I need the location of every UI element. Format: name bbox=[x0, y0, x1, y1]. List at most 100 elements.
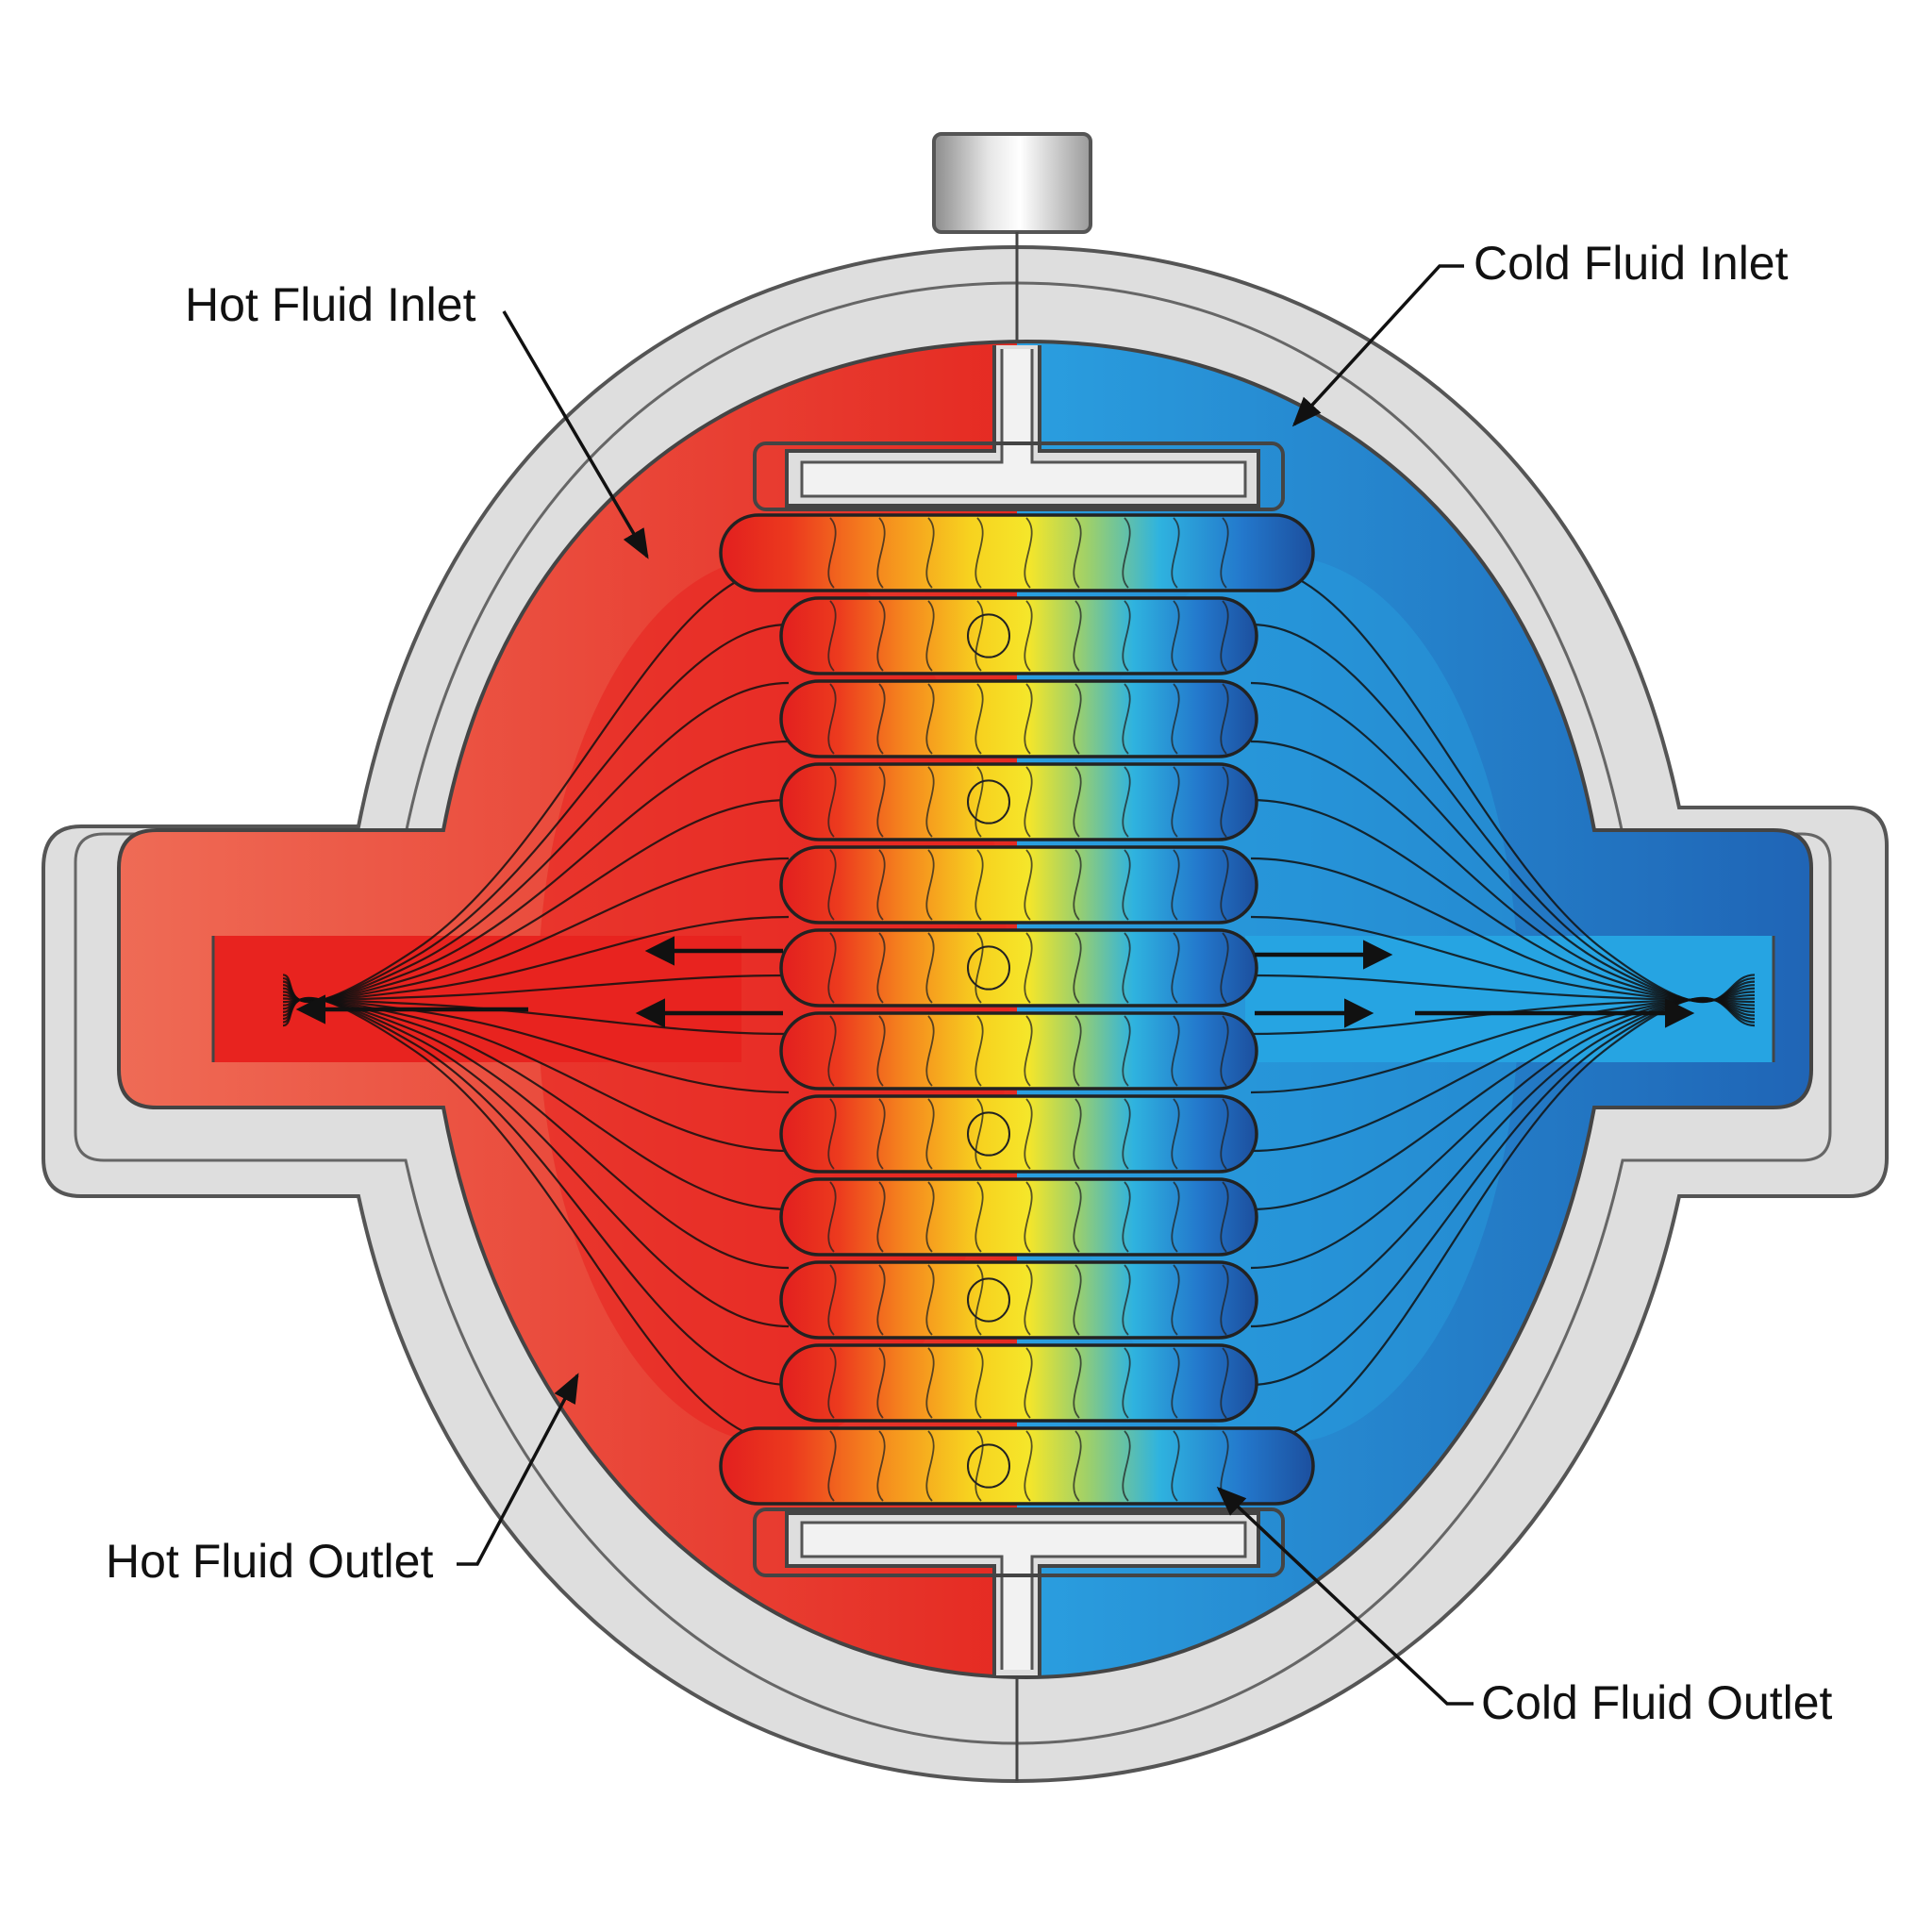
hot-streamline bbox=[282, 996, 790, 1445]
plate-contour-line bbox=[1073, 1347, 1082, 1419]
plate-contour-line bbox=[1024, 1098, 1033, 1170]
top-header bbox=[753, 345, 1285, 511]
plate-contour-line bbox=[1220, 849, 1229, 921]
plate-contour-line bbox=[1220, 766, 1229, 838]
plate-contour-line bbox=[1220, 1098, 1229, 1170]
plate-vortex-contour bbox=[967, 945, 1010, 991]
plate-contour-line bbox=[876, 683, 886, 755]
plate-contour-line bbox=[876, 1098, 886, 1170]
plate-contour-line bbox=[827, 766, 837, 838]
plate-contour-line bbox=[1122, 1430, 1131, 1502]
plate-contour-line bbox=[925, 849, 935, 921]
plate-contour-line bbox=[1024, 1015, 1033, 1087]
plate-contour-line bbox=[827, 517, 837, 589]
plate-contour-line bbox=[974, 1181, 984, 1253]
plate-contour-line bbox=[925, 1430, 935, 1502]
plate-contour-line bbox=[827, 1181, 837, 1253]
hot-fluid-outlet-label: Hot Fluid Outlet bbox=[106, 1535, 433, 1588]
plate-contour-line bbox=[1122, 600, 1131, 672]
plate-contour-line bbox=[827, 683, 837, 755]
plate-contour-line bbox=[1220, 517, 1229, 589]
plate-contour-line bbox=[876, 766, 886, 838]
plate-contour-line bbox=[925, 1015, 935, 1087]
plate-contour-line bbox=[827, 1098, 837, 1170]
heat-exchanger-plate bbox=[779, 928, 1258, 1008]
plate-contour-line bbox=[1220, 683, 1229, 755]
plate-contour-line bbox=[876, 517, 886, 589]
top-nozzle bbox=[932, 132, 1092, 234]
plate-contour-line bbox=[974, 1430, 984, 1502]
cold-fluid-outlet-leader bbox=[1216, 1486, 1474, 1706]
plate-contour-line bbox=[876, 600, 886, 672]
plate-contour-line bbox=[1171, 683, 1180, 755]
plate-contour-line bbox=[876, 932, 886, 1004]
plate-contour-line bbox=[1171, 766, 1180, 838]
plate-contour-line bbox=[925, 1347, 935, 1419]
plate-contour-line bbox=[1073, 1098, 1082, 1170]
plate-contour-line bbox=[1171, 517, 1180, 589]
plate-contour-line bbox=[827, 932, 837, 1004]
plate-contour-line bbox=[1024, 932, 1033, 1004]
heat-exchanger-plate bbox=[779, 1011, 1258, 1091]
cold-fluid-inlet-leader bbox=[1291, 264, 1464, 427]
cold-fluid-inlet-label: Cold Fluid Inlet bbox=[1474, 237, 1789, 290]
plate-contour-line bbox=[827, 849, 837, 921]
plate-contour-line bbox=[1171, 1181, 1180, 1253]
plate-contour-line bbox=[1073, 1181, 1082, 1253]
plate-contour-line bbox=[1171, 1264, 1180, 1336]
plate-contour-line bbox=[1024, 849, 1033, 921]
plate-contour-line bbox=[974, 932, 984, 1004]
plate-contour-line bbox=[827, 1264, 837, 1336]
plate-contour-line bbox=[974, 600, 984, 672]
plate-contour-line bbox=[1024, 766, 1033, 838]
plate-contour-line bbox=[827, 1430, 837, 1502]
plate-contour-line bbox=[827, 1015, 837, 1087]
plate-contour-line bbox=[1122, 932, 1131, 1004]
plate-contour-line bbox=[1024, 683, 1033, 755]
heat-exchanger-plate bbox=[719, 513, 1315, 592]
plate-contour-line bbox=[925, 683, 935, 755]
heat-exchanger-plate bbox=[779, 596, 1258, 675]
plate-contour-line bbox=[1073, 1430, 1082, 1502]
plate-contour-line bbox=[1024, 517, 1033, 589]
heat-exchanger-plate bbox=[779, 1094, 1258, 1174]
plate-contour-line bbox=[925, 932, 935, 1004]
plate-contour-line bbox=[1220, 1181, 1229, 1253]
heat-exchanger-plate bbox=[779, 1260, 1258, 1340]
plate-vortex-contour bbox=[967, 613, 1010, 658]
label-hot-fluid-outlet: Hot Fluid Outlet bbox=[106, 1373, 579, 1588]
plate-contour-line bbox=[876, 1430, 886, 1502]
plate-contour-line bbox=[1073, 517, 1082, 589]
plate-contour-line bbox=[827, 600, 837, 672]
label-hot-fluid-inlet: Hot Fluid Inlet bbox=[185, 278, 649, 559]
plate-contour-line bbox=[1122, 1015, 1131, 1087]
plate-contour-line bbox=[1024, 1181, 1033, 1253]
cold-fluid-outlet-label: Cold Fluid Outlet bbox=[1481, 1676, 1832, 1729]
plate-contour-line bbox=[974, 766, 984, 838]
plate-contour-line bbox=[1171, 1015, 1180, 1087]
cold-streamline bbox=[1250, 996, 1756, 1445]
plate-contour-line bbox=[1073, 600, 1082, 672]
plate-contour-line bbox=[827, 1347, 837, 1419]
heat-exchanger-plate bbox=[779, 762, 1258, 841]
plate-contour-line bbox=[876, 1181, 886, 1253]
hot-fluid-inlet-leader bbox=[502, 310, 649, 559]
plate-contour-line bbox=[1122, 1264, 1131, 1336]
plate-contour-line bbox=[1024, 1430, 1033, 1502]
plate-contour-line bbox=[1171, 1098, 1180, 1170]
plate-contour-line bbox=[1073, 766, 1082, 838]
plate-contour-line bbox=[1122, 849, 1131, 921]
plate-contour-line bbox=[1073, 1264, 1082, 1336]
plate-contour-line bbox=[974, 517, 984, 589]
plate-contour-line bbox=[1024, 600, 1033, 672]
plate-contour-line bbox=[1122, 517, 1131, 589]
heat-exchanger-plate bbox=[779, 1343, 1258, 1423]
plate-contour-line bbox=[1024, 1264, 1033, 1336]
heat-exchanger-plate bbox=[719, 1426, 1315, 1506]
plate-contour-line bbox=[1073, 849, 1082, 921]
plate-contour-line bbox=[1122, 1181, 1131, 1253]
heat-exchanger-plate bbox=[779, 679, 1258, 758]
streamlines bbox=[282, 564, 1756, 1445]
plate-contour-line bbox=[925, 600, 935, 672]
